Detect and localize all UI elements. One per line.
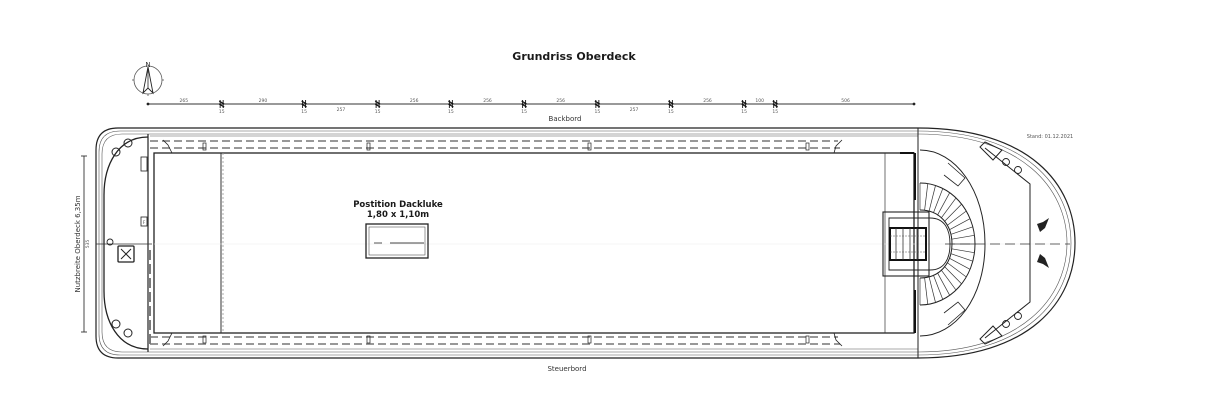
dimension-tick-label: 15 xyxy=(595,109,601,115)
hatch-title: Postition Dackluke xyxy=(353,200,443,210)
stair-tread xyxy=(943,203,962,222)
dimension-tick: 15 xyxy=(772,100,778,115)
dimension-segment-label: 256 xyxy=(703,98,712,104)
dimension-tick-label: 15 xyxy=(448,109,454,115)
stair-tread xyxy=(924,277,929,305)
dimension-tick: 15 xyxy=(448,100,454,115)
dimension-segment-label: 256 xyxy=(556,98,565,104)
stair-core xyxy=(882,211,951,277)
hull-outline xyxy=(95,127,1076,359)
starboard-side-label: Steuerbord xyxy=(547,365,586,373)
stair-tread xyxy=(946,210,967,226)
stair-tread xyxy=(924,183,929,211)
stair-tread xyxy=(951,248,975,254)
deck-hatch: Postition Dackluke 1,80 x 1,10m xyxy=(353,200,443,259)
starboard-walkway xyxy=(150,332,918,350)
dimension-segment-label: 506 xyxy=(841,98,850,104)
dimension-tick-label: 15 xyxy=(375,109,381,115)
stair-tread xyxy=(940,269,957,291)
width-dimension-value: 535 xyxy=(85,240,91,249)
dimension-tick-label: 15 xyxy=(668,109,674,115)
stair-tread xyxy=(948,218,971,231)
dimension-tick: 15 xyxy=(521,100,527,115)
hatch-size: 1,80 x 1,10m xyxy=(367,210,429,220)
stair-tread xyxy=(928,276,936,303)
dimension-tick-label: 15 xyxy=(741,109,747,115)
dimension-segment-label: 257 xyxy=(337,107,346,113)
stern-area: F xyxy=(96,134,152,352)
dimension-segment-label: 290 xyxy=(259,98,268,104)
port-walkway xyxy=(150,135,918,154)
north-arrow-icon: N xyxy=(132,61,164,96)
stair-tread xyxy=(948,257,971,270)
dimension-tick: 15 xyxy=(595,100,601,115)
dimension-tick-label: 15 xyxy=(521,109,527,115)
stair-tread xyxy=(932,188,944,214)
stair-tread xyxy=(936,272,951,296)
dimension-segment-label: 257 xyxy=(630,107,639,113)
dimension-tick: 15 xyxy=(219,100,225,115)
anchor-winch-icon xyxy=(1037,254,1049,268)
dimension-segment-label: 265 xyxy=(180,98,189,104)
bow-area xyxy=(917,128,1070,358)
width-dimension-label: Nutzbreite Oberdeck 6,35m xyxy=(74,195,82,292)
dimension-tick: 15 xyxy=(375,100,381,115)
dimension-tick-label: 15 xyxy=(772,109,778,115)
stair-tread xyxy=(950,253,973,262)
hatch-cover-icon xyxy=(117,245,135,263)
dimension-segment-label: 256 xyxy=(483,98,492,104)
dimension-segment-label: 256 xyxy=(410,98,419,104)
width-dimension: Nutzbreite Oberdeck 6,35m 535 xyxy=(74,155,91,333)
stair-tread xyxy=(936,192,951,216)
dimension-segment-label: 100 xyxy=(755,98,764,104)
dimension-chain: 265 15 290 15 257 15 256 15 256 15 256 15 257 15 256 15… xyxy=(146,98,916,115)
stair-tread xyxy=(950,226,973,235)
stair-tread xyxy=(932,274,944,300)
stair-tread xyxy=(943,266,962,285)
fuse-box-label: F xyxy=(143,220,146,226)
dimension-tick-label: 15 xyxy=(301,109,307,115)
stair-tread xyxy=(940,197,957,219)
port-side-label: Backbord xyxy=(549,115,582,123)
anchor-winch-icon xyxy=(1037,218,1049,232)
north-label: N xyxy=(145,61,150,69)
dimension-tick-label: 15 xyxy=(219,109,225,115)
stair-tread xyxy=(928,185,936,212)
plan-title: Grundriss Oberdeck xyxy=(512,50,636,63)
stair-tread xyxy=(951,234,975,240)
dimension-tick: 15 xyxy=(668,100,674,115)
stand-date: Stand: 01.12.2021 xyxy=(1027,134,1073,140)
dimension-tick: 15 xyxy=(301,100,307,115)
main-deck-area xyxy=(153,152,1060,334)
spiral-staircase xyxy=(919,149,986,337)
stair-tread xyxy=(946,262,967,278)
dimension-tick: 15 xyxy=(741,100,747,115)
